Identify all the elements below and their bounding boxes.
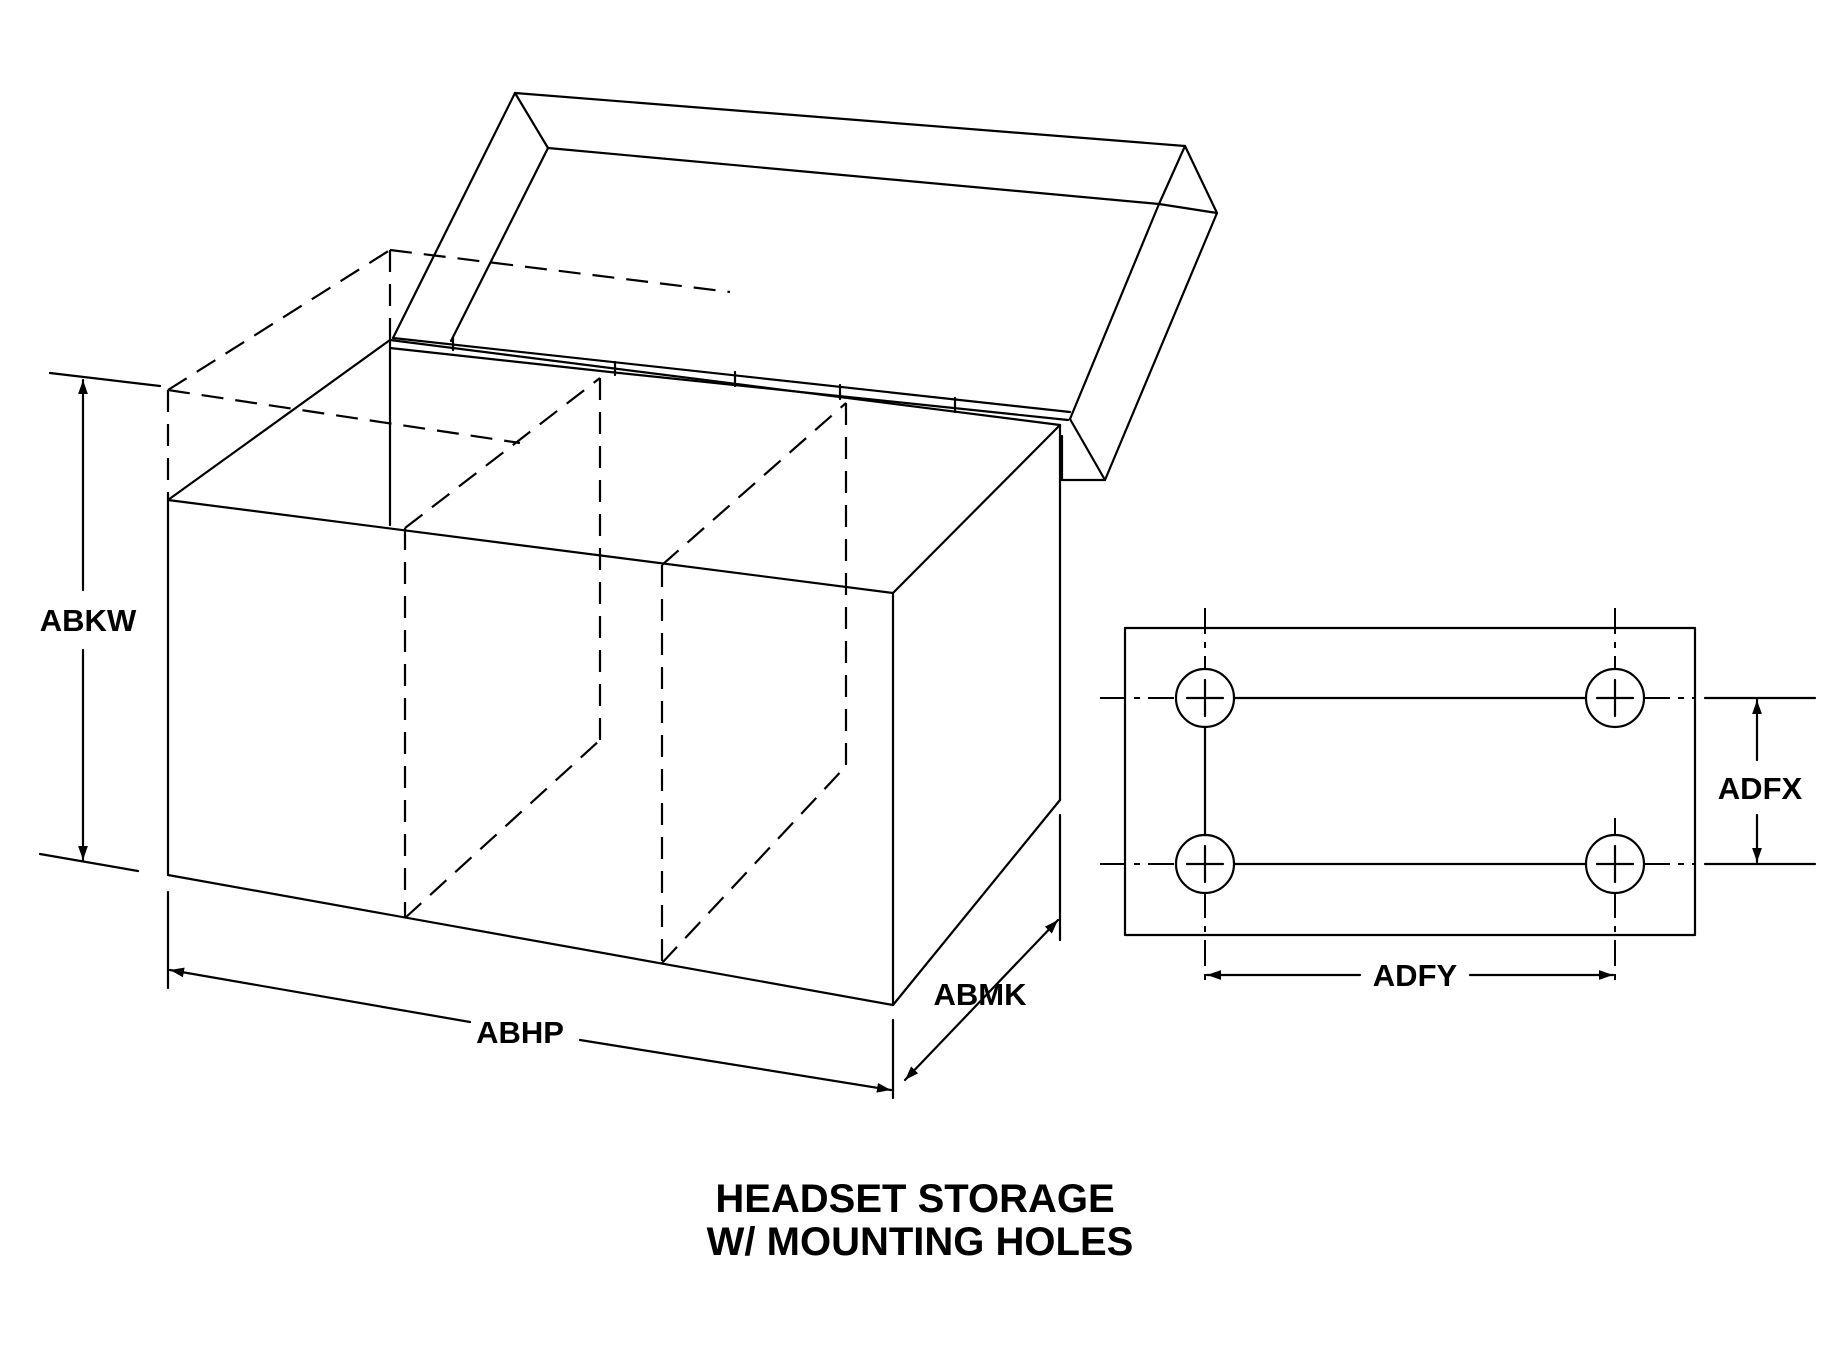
hole-horizontal-dimension: ADFY: [1205, 958, 1615, 993]
box-hinge: [388, 336, 1072, 422]
box-lid: [391, 91, 1219, 482]
caption-line-1: HEADSET STORAGE: [715, 1177, 1114, 1221]
mounting-plate: [1100, 608, 1697, 985]
internal-divider-1: [403, 377, 602, 919]
depth-label: ABMK: [934, 977, 1028, 1012]
mounting-hole-top-left: [1174, 667, 1236, 729]
hidden-lines: [166, 248, 731, 500]
box-front-face: [166, 498, 895, 1007]
internal-divider-2: [660, 402, 848, 964]
mounting-hole-top-right: [1584, 667, 1646, 729]
length-label: ABHP: [476, 1015, 564, 1050]
hole-vertical-label: ADFX: [1718, 771, 1803, 806]
mounting-hole-bottom-left: [1174, 833, 1236, 895]
caption-line-2: W/ MOUNTING HOLES: [707, 1220, 1134, 1264]
storage-box: [166, 91, 1219, 1007]
length-dimension: ABHP: [166, 890, 895, 1100]
drawing-caption: HEADSET STORAGE W/ MOUNTING HOLES: [707, 1177, 1134, 1264]
height-dimension: ABKW: [38, 371, 162, 873]
depth-dimension: ABMK: [903, 813, 1062, 1082]
box-side-face: [166, 338, 1062, 1007]
hole-horizontal-label: ADFY: [1373, 958, 1458, 993]
mounting-hole-bottom-right: [1584, 833, 1646, 895]
hole-vertical-dimension: ADFX: [1703, 696, 1817, 866]
height-label: ABKW: [40, 603, 137, 638]
